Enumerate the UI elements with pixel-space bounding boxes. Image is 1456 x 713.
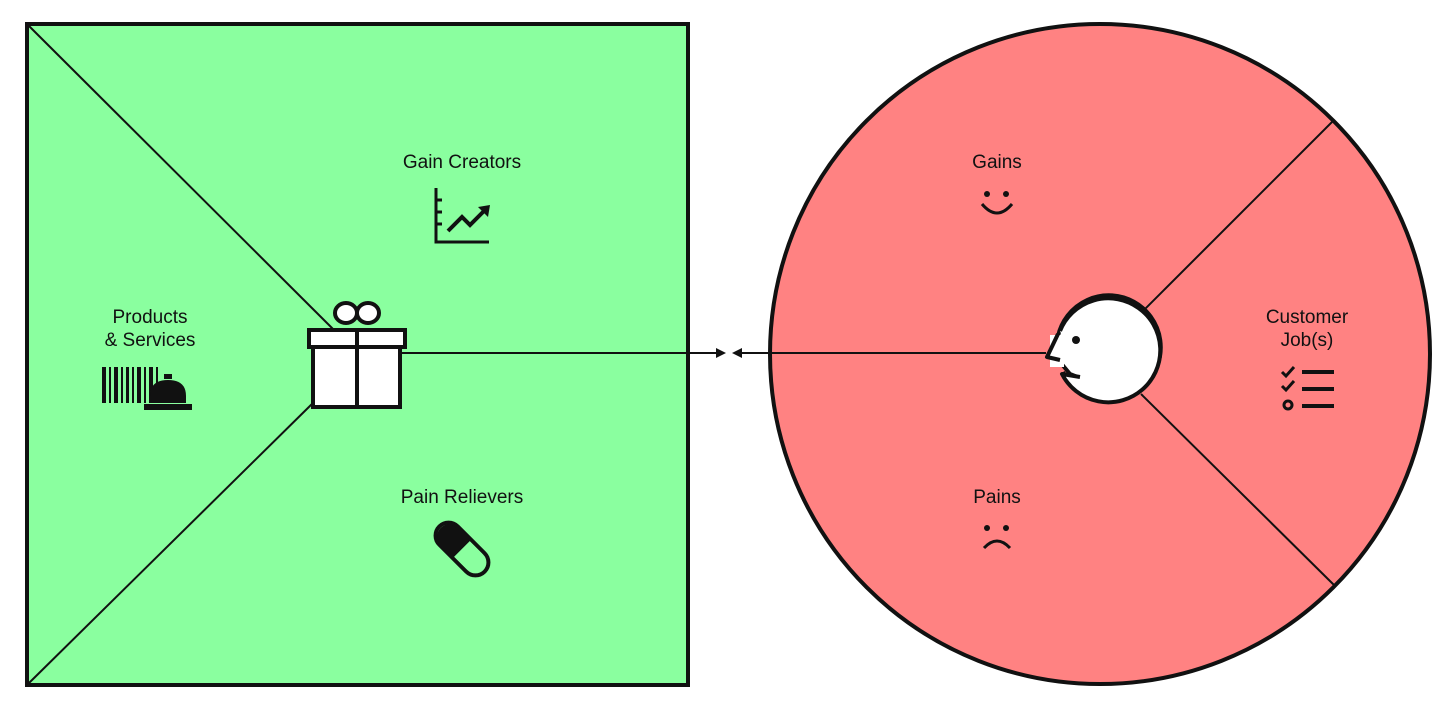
products-services-label-line1: Products [113, 307, 188, 328]
customer-profile-divider-bottom [1140, 393, 1335, 586]
products-services-label-line2: & Services [105, 330, 196, 351]
connector-arrowhead-right [716, 348, 726, 358]
value-map-divider-top [28, 25, 337, 333]
pain-relievers-label: Pain Relievers [401, 487, 524, 508]
customer-head-icon [1045, 293, 1163, 405]
customer-profile: Gains Customer Job(s) Pains [742, 22, 1432, 686]
gift-box-icon [307, 301, 407, 409]
sad-face-icon [982, 525, 1012, 550]
value-map-divider-bottom [28, 399, 317, 684]
customer-jobs-label-line2: Job(s) [1281, 330, 1334, 351]
checklist-icon [1280, 366, 1334, 411]
smiley-face-icon [980, 191, 1014, 215]
gains-label: Gains [972, 152, 1022, 173]
connector-arrowhead-left [732, 348, 742, 358]
pill-capsule-icon [433, 520, 491, 578]
trending-up-chart-icon [434, 188, 490, 244]
gain-creators-label: Gain Creators [403, 152, 521, 173]
pains-label: Pains [973, 487, 1021, 508]
barcode-and-cloche-icon [102, 367, 192, 410]
customer-jobs-label-line1: Customer [1266, 307, 1349, 328]
value-map: Gain Creators Products & Services [25, 22, 726, 687]
customer-profile-divider-top [1140, 121, 1333, 314]
